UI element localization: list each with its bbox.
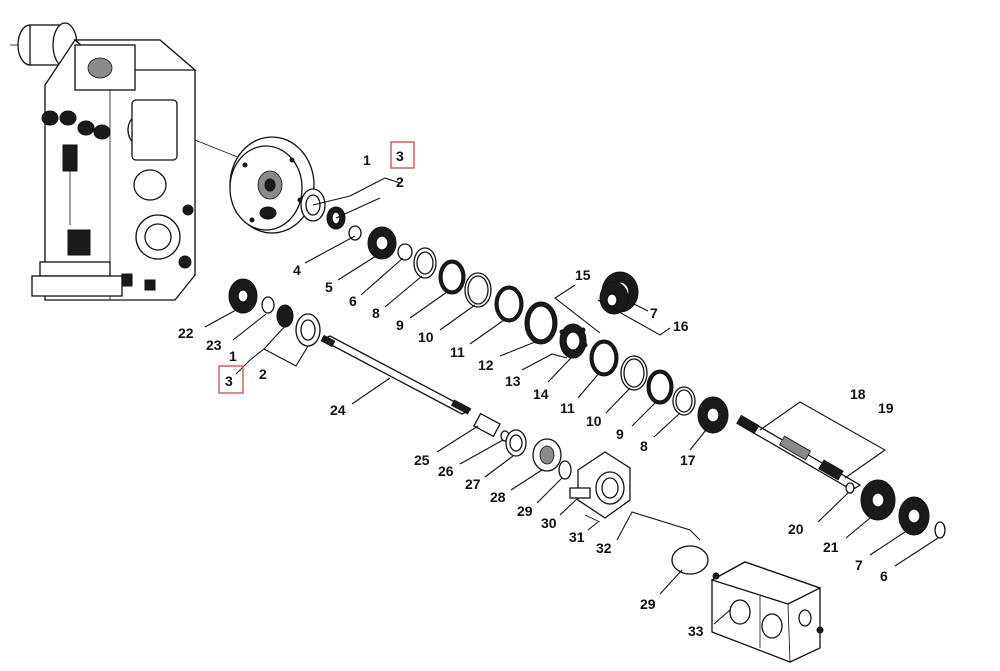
assembly-axis-line bbox=[194, 139, 246, 161]
callout-31: 31 bbox=[569, 529, 585, 545]
callout-6: 6 bbox=[349, 293, 357, 309]
highlight-box-part-3-bottom bbox=[218, 365, 244, 394]
callout-5: 5 bbox=[325, 279, 333, 295]
callout-10: 10 bbox=[418, 329, 434, 345]
callout-18: 18 bbox=[850, 386, 866, 402]
callout-29: 29 bbox=[640, 596, 656, 612]
callout-11: 11 bbox=[560, 400, 575, 416]
hydraulic-pump bbox=[671, 545, 824, 663]
callout-3: 3 bbox=[225, 373, 233, 389]
upper-shaft-parts bbox=[300, 188, 729, 434]
callout-4: 4 bbox=[293, 262, 301, 278]
callout-19: 19 bbox=[878, 400, 894, 416]
callout-2: 2 bbox=[259, 366, 267, 382]
callout-1: 1 bbox=[363, 152, 371, 168]
callout-27: 27 bbox=[465, 476, 481, 492]
callout-32: 32 bbox=[596, 540, 612, 556]
lower-shaft-parts bbox=[228, 278, 631, 523]
gearbox-housing bbox=[10, 22, 197, 301]
callout-7: 7 bbox=[650, 305, 658, 321]
callout-28: 28 bbox=[490, 489, 506, 505]
callout-20: 20 bbox=[788, 521, 804, 537]
callout-3: 3 bbox=[396, 148, 404, 164]
callout-13: 13 bbox=[505, 373, 521, 389]
callout-7: 7 bbox=[855, 557, 863, 573]
output-shaft-parts bbox=[736, 414, 946, 539]
callout-10: 10 bbox=[586, 413, 602, 429]
callout-23: 23 bbox=[206, 337, 222, 353]
cover-flange bbox=[229, 136, 315, 234]
callout-9: 9 bbox=[616, 426, 624, 442]
callout-12: 12 bbox=[478, 357, 494, 373]
callout-24: 24 bbox=[330, 402, 346, 418]
highlight-box-part-3-top bbox=[390, 141, 415, 169]
callout-22: 22 bbox=[178, 325, 194, 341]
callout-labels: 1 3 2 4 5 6 8 9 10 11 12 13 14 15 7 16 2… bbox=[178, 148, 894, 639]
callout-17: 17 bbox=[680, 452, 696, 468]
callout-6: 6 bbox=[880, 568, 888, 584]
callout-11: 11 bbox=[450, 344, 465, 360]
callout-16: 16 bbox=[673, 318, 689, 334]
callout-29: 29 bbox=[517, 503, 533, 519]
callout-25: 25 bbox=[414, 452, 430, 468]
callout-8: 8 bbox=[372, 305, 380, 321]
callout-9: 9 bbox=[396, 317, 404, 333]
callout-30: 30 bbox=[541, 515, 557, 531]
callout-1: 1 bbox=[229, 348, 237, 364]
callout-21: 21 bbox=[823, 539, 839, 555]
callout-8: 8 bbox=[640, 438, 648, 454]
callout-15: 15 bbox=[575, 267, 591, 283]
callout-33: 33 bbox=[688, 623, 704, 639]
callout-2: 2 bbox=[396, 174, 404, 190]
callout-14: 14 bbox=[533, 386, 549, 402]
leader-lines bbox=[204, 177, 939, 625]
callout-26: 26 bbox=[438, 463, 454, 479]
